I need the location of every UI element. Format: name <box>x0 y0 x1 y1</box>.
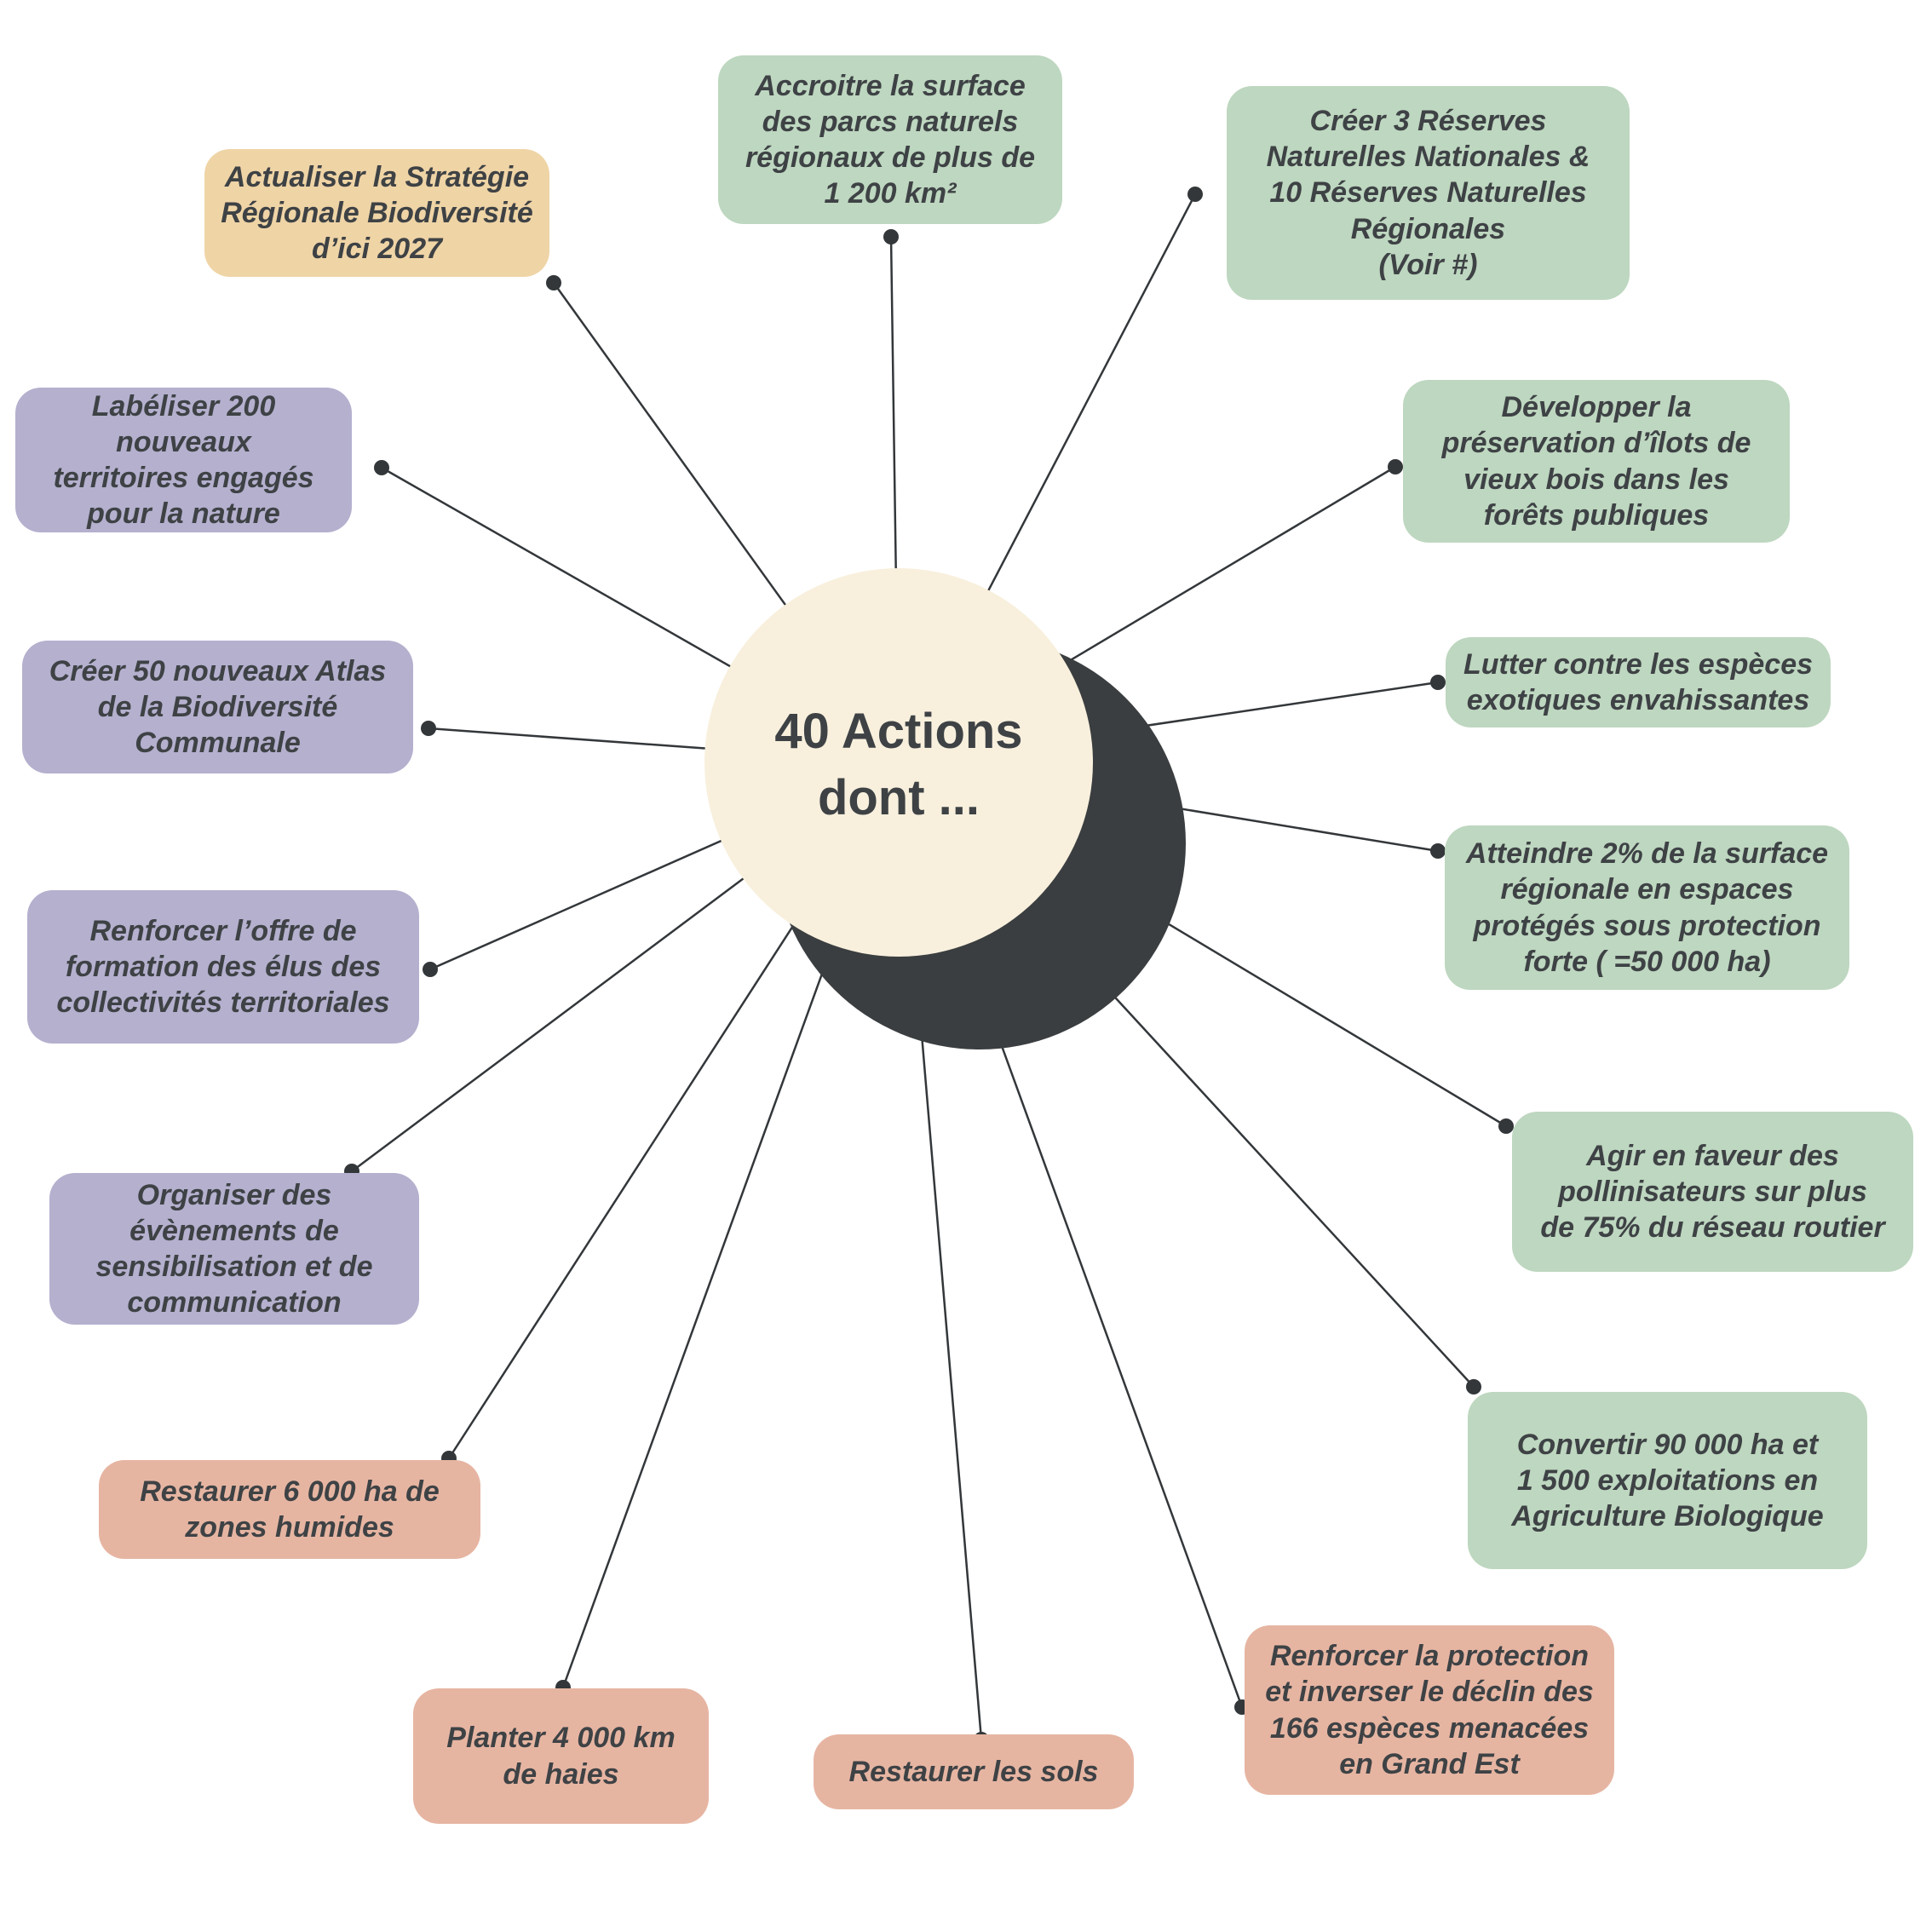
connector-dot-creer-reserves <box>1187 187 1203 202</box>
connector-dot-especes-exotiques <box>1430 675 1446 690</box>
action-box-especes-menacees: Renforcer la protection et inverser le d… <box>1245 1625 1614 1795</box>
action-box-evenements-sensibilisation: Organiser des évènements de sensibilisat… <box>49 1173 419 1325</box>
action-box-pollinisateurs: Agir en faveur des pollinisateurs sur pl… <box>1512 1112 1913 1272</box>
action-box-ilots-vieux-bois: Développer la préservation d’îlots de vi… <box>1403 380 1790 543</box>
center-circle: 40 Actions dont ... <box>704 568 1093 957</box>
connector-dot-pollinisateurs <box>1498 1118 1514 1134</box>
action-box-protection-forte: Atteindre 2% de la surface régionale en … <box>1445 825 1849 990</box>
connector-dot-territoires-engages <box>374 460 389 475</box>
connector-dot-actualiser-strategie <box>546 275 561 290</box>
action-box-especes-exotiques: Lutter contre les espèces exotiques enva… <box>1446 637 1831 727</box>
action-box-territoires-engages: Labéliser 200 nouveaux territoires engag… <box>15 388 352 532</box>
action-box-planter-haies: Planter 4 000 km de haies <box>413 1688 709 1824</box>
action-box-formation-elus: Renforcer l’offre de formation des élus … <box>27 890 419 1044</box>
action-box-restaurer-sols: Restaurer les sols <box>814 1734 1134 1809</box>
connector-dot-protection-forte <box>1430 843 1446 859</box>
action-box-accroitre-parcs: Accroitre la surface des parcs naturels … <box>718 55 1062 224</box>
center-label: 40 Actions dont ... <box>774 703 1023 825</box>
action-box-agriculture-biologique: Convertir 90 000 ha et 1 500 exploitatio… <box>1468 1392 1867 1569</box>
connector-dot-formation-elus <box>423 962 438 977</box>
connector-dot-atlas-biodiversite <box>421 721 436 736</box>
connector-dot-accroitre-parcs <box>883 229 899 244</box>
connector-dot-ilots-vieux-bois <box>1388 459 1403 474</box>
action-box-atlas-biodiversite: Créer 50 nouveaux Atlas de la Biodiversi… <box>22 641 413 773</box>
connector-dot-agriculture-biologique <box>1466 1379 1481 1394</box>
action-box-actualiser-strategie: Actualiser la Stratégie Régionale Biodiv… <box>204 149 549 277</box>
action-box-zones-humides: Restaurer 6 000 ha de zones humides <box>99 1460 480 1559</box>
action-box-creer-reserves: Créer 3 Réserves Naturelles Nationales &… <box>1227 86 1630 300</box>
